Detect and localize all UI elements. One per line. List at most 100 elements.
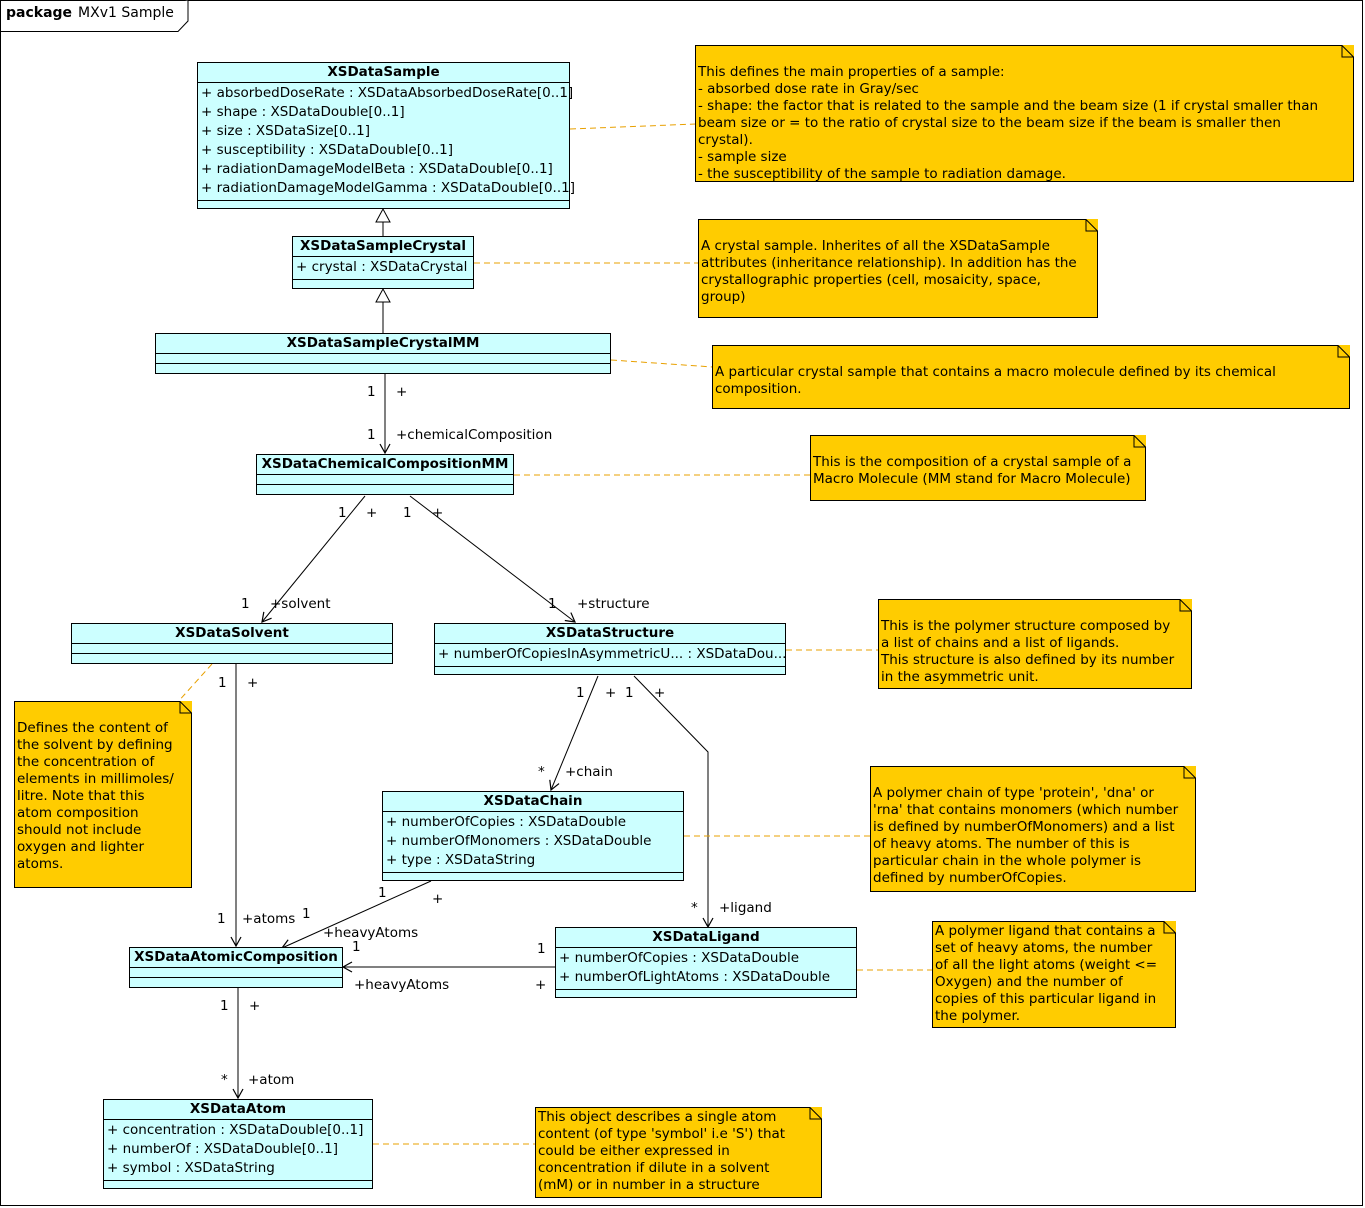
- note-chem[interactable]: This is the composition of a crystal sam…: [810, 435, 1146, 501]
- operation-list: [130, 978, 342, 985]
- attribute-list: + absorbedDoseRate : XSDataAbsorbedDoseR…: [198, 83, 575, 201]
- note-outline: [535, 1107, 822, 1198]
- note-anchors: [175, 123, 933, 1145]
- attribute[interactable]: + radiationDamageModelBeta : XSDataDoubl…: [201, 161, 553, 177]
- class-xsdatasample[interactable]: XSDataSample + absorbedDoseRate : XSData…: [197, 62, 575, 209]
- attribute[interactable]: + numberOf : XSDataDouble[0..1]: [107, 1141, 338, 1157]
- class-name: XSDataLigand: [556, 928, 856, 948]
- multiplicity-label: 1: [548, 596, 557, 612]
- class-xsdatachemicalcompositionmm[interactable]: XSDataChemicalCompositionMM: [256, 454, 514, 495]
- role-label: +heavyAtoms: [354, 977, 450, 993]
- role-label: +chemicalComposition: [396, 427, 553, 443]
- operation-list: [435, 667, 785, 674]
- attribute[interactable]: + numberOfMonomers : XSDataDouble: [386, 833, 652, 849]
- assoc-structure[interactable]: [409, 495, 576, 623]
- class-xsdatasamplecrystalmm[interactable]: XSDataSampleCrystalMM: [155, 333, 611, 374]
- operation-list: [383, 873, 683, 880]
- note-ligand[interactable]: A polymer ligand that contains a set of …: [932, 921, 1176, 1028]
- class-xsdatastructure[interactable]: XSDataStructure + numberOfCopiesInAsymme…: [434, 623, 786, 675]
- assoc-ligand[interactable]: [633, 675, 714, 929]
- class-xsdataatomiccomposition[interactable]: XSDataAtomicComposition: [129, 947, 343, 988]
- class-name: XSDataChain: [383, 792, 683, 812]
- note-outline: [695, 45, 1354, 182]
- operation-list: [72, 654, 392, 661]
- attribute[interactable]: + absorbedDoseRate : XSDataAbsorbedDoseR…: [201, 85, 574, 101]
- note-text: Defines the content of the solvent by de…: [17, 720, 179, 872]
- multiplicity-label: *: [691, 900, 698, 916]
- attribute-list: + crystal : XSDataCrystal: [293, 257, 473, 280]
- note-crystalmm[interactable]: A particular crystal sample that contain…: [712, 345, 1350, 409]
- multiplicity-label: 1: [625, 685, 634, 701]
- note-chain[interactable]: A polymer chain of type 'protein', 'dna'…: [870, 766, 1196, 892]
- attribute[interactable]: + numberOfLightAtoms : XSDataDouble: [559, 969, 831, 985]
- attribute[interactable]: + numberOfCopies : XSDataDouble: [386, 814, 627, 830]
- note-text: A particular crystal sample that contain…: [715, 364, 1281, 397]
- multiplicity-label: 1: [220, 998, 229, 1014]
- visibility-label: +: [249, 998, 261, 1014]
- class-name: XSDataSample: [198, 63, 569, 83]
- multiplicity-label: 1: [352, 939, 361, 955]
- class-xsdataatom[interactable]: XSDataAtom + concentration : XSDataDoubl…: [103, 1099, 373, 1189]
- note-sample[interactable]: This defines the main properties of a sa…: [695, 45, 1354, 182]
- assoc-chain[interactable]: [549, 675, 599, 792]
- note-text: This is the polymer structure composed b…: [881, 618, 1175, 685]
- generalization-crystal-to-sample[interactable]: [375, 207, 391, 236]
- class-name: XSDataAtom: [104, 1100, 372, 1120]
- class-xsdatasamplecrystal[interactable]: XSDataSampleCrystal + crystal : XSDataCr…: [292, 236, 474, 289]
- class-name: XSDataChemicalCompositionMM: [257, 455, 513, 475]
- visibility-label: +: [396, 384, 408, 400]
- note-solvent[interactable]: Defines the content of the solvent by de…: [14, 701, 192, 888]
- assoc-solvent[interactable]: [261, 495, 366, 623]
- operation-list: [104, 1181, 372, 1188]
- class-name: XSDataAtomicComposition: [130, 948, 342, 968]
- attribute[interactable]: + size : XSDataSize[0..1]: [201, 123, 370, 139]
- note-text: This defines the main properties of a sa…: [698, 64, 1319, 182]
- multiplicity-label: 1: [576, 685, 585, 701]
- multiplicity-label: *: [221, 1072, 228, 1088]
- attribute[interactable]: + numberOfCopiesInAsymmetricU... : XSDat…: [438, 646, 787, 662]
- role-label: +atom: [248, 1072, 295, 1088]
- attribute[interactable]: + shape : XSDataDouble[0..1]: [201, 104, 405, 120]
- package-keyword: package: [6, 5, 73, 21]
- note-crystal[interactable]: A crystal sample. Inherites of all the X…: [698, 219, 1098, 318]
- attribute[interactable]: + crystal : XSDataCrystal: [296, 259, 468, 275]
- attribute-list: + numberOfCopies : XSDataDouble + number…: [556, 948, 856, 990]
- attribute[interactable]: + concentration : XSDataDouble[0..1]: [107, 1122, 364, 1138]
- assoc-chain-heavyatoms[interactable]: [280, 880, 432, 950]
- note-text: A polymer chain of type 'protein', 'dna'…: [873, 785, 1183, 886]
- visibility-label: +: [432, 891, 444, 907]
- multiplicity-label: 1: [367, 384, 376, 400]
- attribute-list: + concentration : XSDataDouble[0..1] + n…: [104, 1120, 372, 1181]
- note-structure[interactable]: This is the polymer structure composed b…: [878, 599, 1192, 689]
- class-xsdatachain[interactable]: XSDataChain + numberOfCopies : XSDataDou…: [382, 791, 684, 881]
- operation-list: [257, 485, 513, 492]
- class-xsdatasolvent[interactable]: XSDataSolvent: [71, 623, 393, 664]
- note-atom[interactable]: This object describes a single atom cont…: [535, 1107, 822, 1198]
- attribute[interactable]: + numberOfCopies : XSDataDouble: [559, 950, 800, 966]
- package-name: MXv1 Sample: [78, 5, 174, 21]
- class-name: XSDataStructure: [435, 624, 785, 644]
- attribute[interactable]: + radiationDamageModelGamma : XSDataDoub…: [201, 180, 575, 196]
- visibility-label: +: [654, 685, 666, 701]
- attribute-list: + numberOfCopies : XSDataDouble + number…: [383, 812, 683, 873]
- note-outline: [878, 599, 1192, 689]
- attribute[interactable]: + susceptibility : XSDataDouble[0..1]: [201, 142, 453, 158]
- visibility-label: +: [432, 505, 444, 521]
- multiplicity-label: 1: [378, 885, 387, 901]
- attribute-list: + numberOfCopiesInAsymmetricU... : XSDat…: [435, 644, 787, 667]
- operation-list: [293, 280, 473, 287]
- operation-list: [198, 201, 569, 208]
- attribute-list: [257, 475, 513, 485]
- attribute[interactable]: + type : XSDataString: [386, 852, 536, 868]
- role-label: +chain: [565, 764, 613, 780]
- multiplicity-label: 1: [367, 427, 376, 443]
- attribute[interactable]: + symbol : XSDataString: [107, 1160, 275, 1176]
- generalization-crystalmm-to-crystal[interactable]: [375, 287, 391, 334]
- visibility-label: +: [535, 977, 547, 993]
- class-xsdataligand[interactable]: XSDataLigand + numberOfCopies : XSDataDo…: [555, 927, 857, 998]
- note-text: This is the composition of a crystal sam…: [813, 454, 1132, 487]
- attribute-list: [156, 354, 610, 364]
- note-text: A crystal sample. Inherites of all the X…: [701, 238, 1082, 305]
